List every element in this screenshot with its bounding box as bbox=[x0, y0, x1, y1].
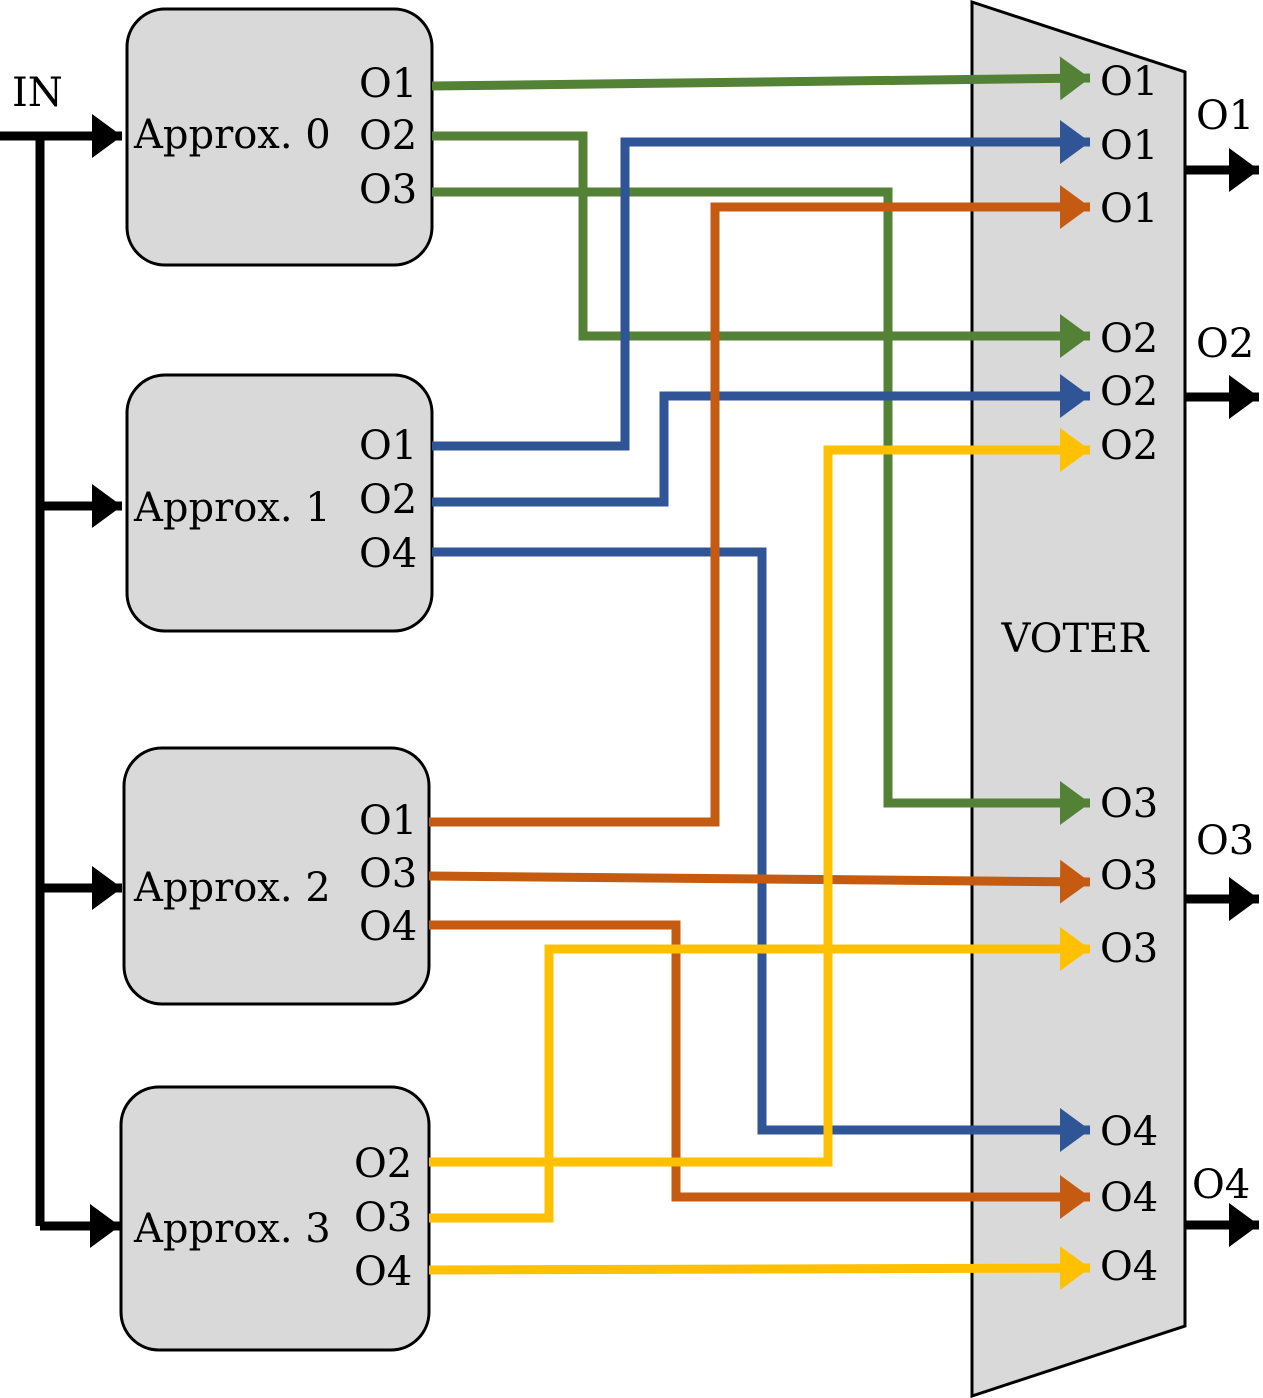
wire-yellow bbox=[429, 927, 1090, 1223]
voter-input-label: O3 bbox=[1100, 781, 1158, 827]
port-label: O3 bbox=[359, 167, 417, 213]
voter-input-label: O4 bbox=[1100, 1109, 1158, 1155]
port-label: O4 bbox=[354, 1249, 412, 1295]
wire-green bbox=[432, 131, 1090, 358]
output-label: O4 bbox=[1192, 1162, 1250, 1208]
approx-block-label-1: Approx. 1 bbox=[133, 485, 331, 531]
output-label: O2 bbox=[1196, 321, 1254, 367]
input-bus bbox=[0, 131, 45, 1226]
port-label: O1 bbox=[359, 798, 417, 844]
voter-input-label: O2 bbox=[1100, 316, 1158, 362]
wire-green bbox=[431, 56, 1091, 101]
port-label: O4 bbox=[359, 531, 417, 577]
port-label: O3 bbox=[359, 851, 417, 897]
wire-orange bbox=[428, 859, 1091, 904]
port-label: O2 bbox=[359, 477, 417, 523]
voter-input-label: O3 bbox=[1100, 926, 1158, 972]
voter-input-label: O1 bbox=[1100, 123, 1158, 169]
port-label: O1 bbox=[359, 423, 417, 469]
port-label: O2 bbox=[354, 1141, 412, 1187]
port-label: O3 bbox=[354, 1195, 412, 1241]
wire-yellow bbox=[428, 1246, 1091, 1291]
approx-block-label-3: Approx. 3 bbox=[133, 1206, 331, 1252]
wire-yellow bbox=[429, 428, 1090, 1167]
input-label: IN bbox=[12, 70, 63, 116]
voter-input-label: O3 bbox=[1100, 853, 1158, 899]
wire-blue bbox=[432, 374, 1090, 507]
voter-input-label: O1 bbox=[1100, 59, 1158, 105]
approx-block-label-2: Approx. 2 bbox=[133, 865, 331, 911]
port-label: O4 bbox=[359, 904, 417, 950]
wire-orange bbox=[429, 920, 1090, 1219]
voter-input-label: O1 bbox=[1100, 186, 1158, 232]
port-label: O1 bbox=[359, 61, 417, 107]
wire-blue bbox=[432, 120, 1090, 451]
wire-orange bbox=[429, 185, 1090, 827]
wire-green bbox=[432, 187, 1090, 825]
output-label: O3 bbox=[1196, 818, 1254, 864]
voter-input-label: O4 bbox=[1100, 1244, 1158, 1290]
port-label: O2 bbox=[359, 113, 417, 159]
voter-input-label: O4 bbox=[1100, 1175, 1158, 1221]
voter-input-label: O2 bbox=[1100, 369, 1158, 415]
voter-label: VOTER bbox=[1001, 616, 1151, 662]
voter-input-label: O2 bbox=[1100, 423, 1158, 469]
wire-blue bbox=[432, 547, 1090, 1152]
voter-block bbox=[970, 0, 1187, 1398]
approx-block-label-0: Approx. 0 bbox=[133, 112, 331, 158]
output-label: O1 bbox=[1196, 93, 1254, 139]
